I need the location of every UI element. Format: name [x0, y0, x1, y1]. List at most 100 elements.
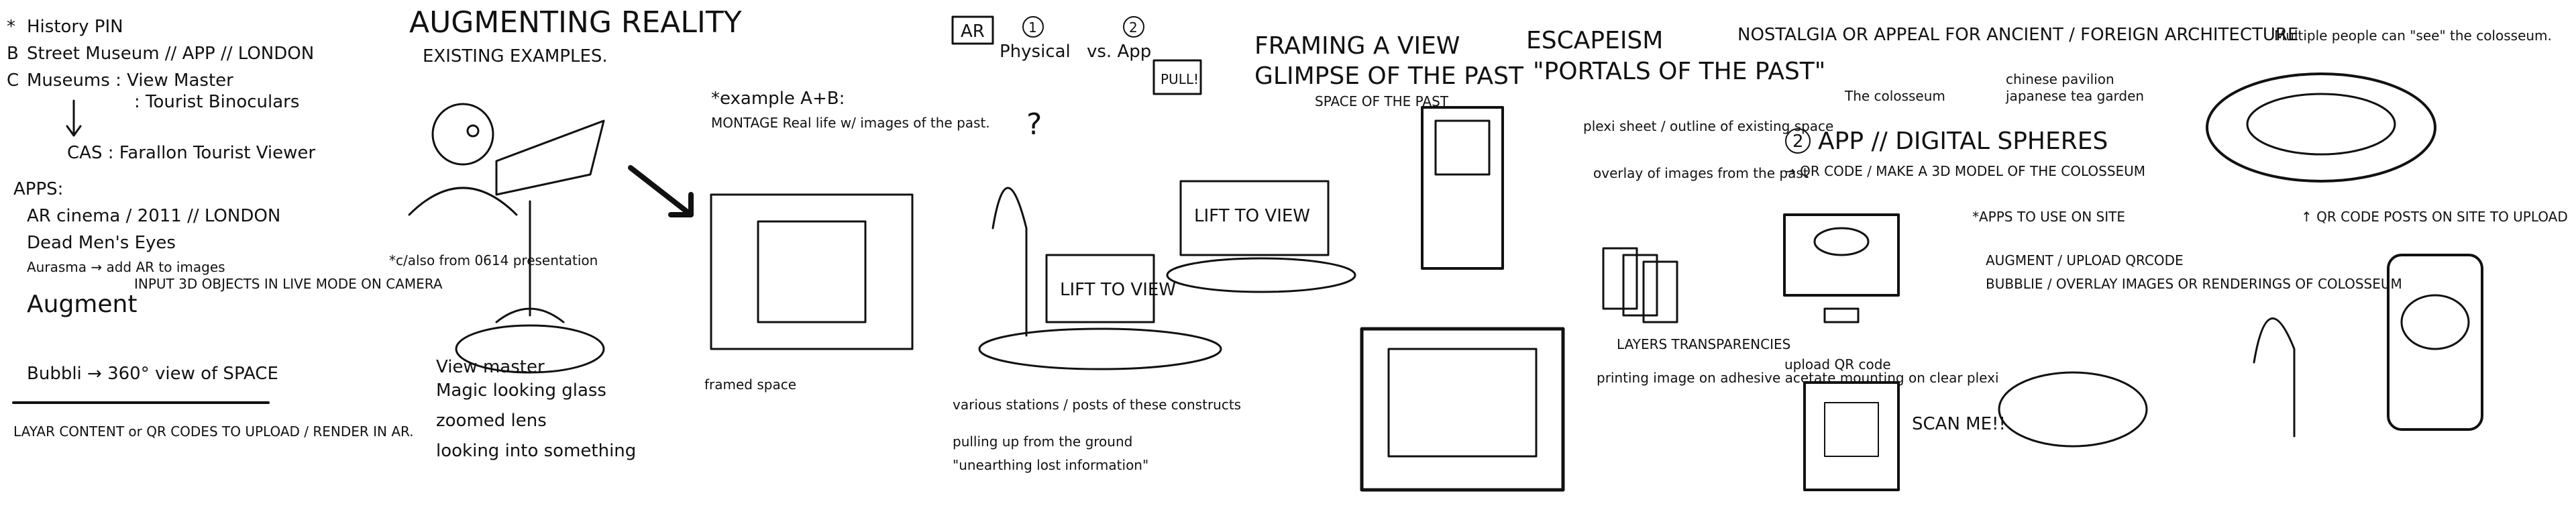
layer-sheet-1: [1602, 247, 1638, 310]
list-looking-into: looking into something: [436, 441, 636, 461]
big-frame-icon: [1360, 327, 1565, 492]
cas-text: CAS : Farallon Tourist Viewer: [67, 143, 315, 163]
big-frame-inner-icon: [1387, 348, 1538, 458]
list-magic-glass: Magic looking glass: [436, 380, 606, 401]
app-title: APP // DIGITAL SPHERES: [1818, 128, 2108, 155]
qr-poster-icon: [1803, 381, 1900, 491]
num-one-circle: [1022, 16, 1044, 38]
eye-icon: [466, 124, 480, 138]
sign-board-1: [1045, 254, 1155, 323]
various-text: various stations / posts of these constr…: [953, 397, 1241, 413]
qr-code-icon: [1824, 402, 1879, 457]
ground-ellipse-2: [1166, 257, 1356, 293]
japanese-tea-garden-text: japanese tea garden: [2005, 88, 2144, 104]
street-museum-text: Street Museum // APP // LONDON: [27, 44, 314, 64]
viewer-base-icon: [455, 324, 605, 374]
upload-qr-text: upload QR code: [1784, 356, 1891, 372]
star-mark: *: [7, 17, 15, 37]
sign-board-2: [1179, 180, 1330, 256]
apps-header: APPS:: [13, 179, 63, 199]
lift-to-view-1: LIFT TO VIEW: [1060, 280, 1176, 300]
digital-section: 2 APP // DIGITAL SPHERES → QR CODE / MAK…: [1783, 28, 2568, 491]
augmenting-subtitle: EXISTING EXAMPLES.: [423, 46, 608, 66]
figure-shoulders: [408, 187, 518, 216]
c-also-text: *c/also from 0614 presentation: [389, 252, 598, 268]
ar-label: AR: [961, 21, 985, 42]
viewer-stand-icon: [495, 200, 565, 323]
list-zoomed-lens: zoomed lens: [436, 411, 547, 431]
augmenting-title: AUGMENTING REALITY: [409, 5, 742, 40]
montage-inner-image-icon: [757, 220, 867, 323]
glimpse-text: GLIMPSE OF THE PAST: [1254, 62, 1524, 90]
phone-icon: [2387, 254, 2483, 431]
framed-space-text: framed space: [704, 376, 796, 393]
dead-mens-eyes-text: Dead Men's Eyes: [27, 233, 176, 253]
references-section: * History PIN B Street Museum // APP // …: [7, 17, 443, 440]
qr-posts-text: ↑ QR CODE POSTS ON SITE TO UPLOAD: [2301, 209, 2568, 225]
plexi-frame-icon: [1421, 106, 1504, 270]
layer-sheet-2: [1622, 254, 1658, 317]
montage-text: MONTAGE Real life w/ images of the past.: [711, 115, 990, 131]
tourist-binoculars-text: : Tourist Binoculars: [134, 92, 299, 112]
history-pin-text: History PIN: [27, 17, 123, 37]
colosseum-on-screen-icon: [1813, 227, 1870, 256]
pulling-text: pulling up from the ground: [953, 434, 1132, 450]
montage-frame-icon: [710, 193, 914, 350]
qr-code-text: → QR CODE / MAKE A 3D MODEL OF THE COLOS…: [1784, 163, 2145, 179]
augment-text: Augment: [27, 291, 137, 318]
figure-outline-2: [2253, 317, 2296, 438]
ar-cinema-text: AR cinema / 2011 // LONDON: [27, 206, 280, 226]
figure-outline-1: [991, 187, 1028, 337]
colosseum-on-phone-icon: [2400, 294, 2470, 350]
portals-text: "PORTALS OF THE PAST": [1533, 58, 1825, 85]
vs-app-text: vs. App: [1087, 42, 1151, 62]
augment-upload-text: AUGMENT / UPLOAD QRCODE: [1986, 252, 2184, 268]
num-two-b: 2: [1792, 132, 1804, 152]
plexi-sheet-text: plexi sheet / outline of existing space: [1583, 118, 1833, 134]
bubblie-text: BUBBLIE / OVERLAY IMAGES OR RENDERINGS O…: [1986, 276, 2402, 292]
museums-text: Museums : View Master: [27, 70, 233, 91]
the-colosseum-text: The colosseum: [1844, 88, 1945, 104]
lift-to-view-2: LIFT TO VIEW: [1194, 206, 1310, 226]
unearthing-text: "unearthing lost information": [953, 457, 1148, 473]
aurasma-text: Aurasma → add AR to images: [27, 259, 225, 275]
monitor-icon: [1783, 213, 1900, 297]
bubbli-text: Bubbli → 360° view of SPACE: [27, 364, 278, 384]
ar-label-box: [951, 15, 994, 45]
num-two: 2: [1129, 19, 1138, 36]
c-mark: C: [7, 70, 19, 91]
pull-sign: [1152, 59, 1202, 95]
b-mark: B: [7, 44, 19, 64]
num-two-circle-b: [1785, 128, 1811, 154]
example-ab-text: *example A+B:: [711, 89, 845, 109]
printing-text: printing image on adhesive acetate mount…: [1597, 370, 1999, 386]
figure-head-icon: [431, 103, 494, 166]
list-view-master: View master: [436, 357, 545, 377]
framing-a-view: FRAMING A VIEW: [1254, 32, 1460, 60]
colosseum-sketch-icon: [2206, 72, 2436, 183]
nostalgia-text: NOSTALGIA OR APPEAL FOR ANCIENT / FOREIG…: [1737, 25, 2298, 45]
apps-to-use-text: *APPS TO USE ON SITE: [1972, 209, 2125, 225]
num-two-circle: [1123, 16, 1144, 38]
num-one: 1: [1028, 19, 1037, 36]
ground-ellipse-1: [978, 327, 1222, 370]
pull-text: PULL!: [1161, 71, 1199, 87]
augment-detail-text: INPUT 3D OBJECTS IN LIVE MODE ON CAMERA: [134, 276, 443, 292]
right-arrow-icon: [628, 165, 694, 217]
monitor-stand-icon: [1823, 307, 1860, 323]
question-mark: ?: [1026, 107, 1042, 142]
escapeism-text: ESCAPEISM: [1526, 27, 1663, 54]
down-arrow-icon: [66, 99, 82, 137]
colosseum-inner-icon: [2246, 93, 2396, 156]
multiple-people-text: Multiple people can "see" the colosseum.: [2274, 28, 2552, 44]
ar-section: AR 1 Physical vs. App 2 ? LIFT TO VIEW P…: [951, 15, 1356, 473]
augmenting-reality-section: AUGMENTING REALITY EXISTING EXAMPLES. *e…: [389, 5, 990, 461]
chinese-pavilion-text: chinese pavilion: [2006, 71, 2114, 87]
layar-text: LAYAR CONTENT or QR CODES TO UPLOAD / RE…: [13, 423, 414, 440]
layer-sheet-3: [1642, 260, 1678, 323]
circle-of-people-icon: [1998, 371, 2148, 448]
viewer-scope-icon: [495, 119, 605, 196]
overlay-text: overlay of images from the past: [1593, 165, 1809, 181]
scan-me-text: SCAN ME!!: [1912, 414, 2006, 434]
